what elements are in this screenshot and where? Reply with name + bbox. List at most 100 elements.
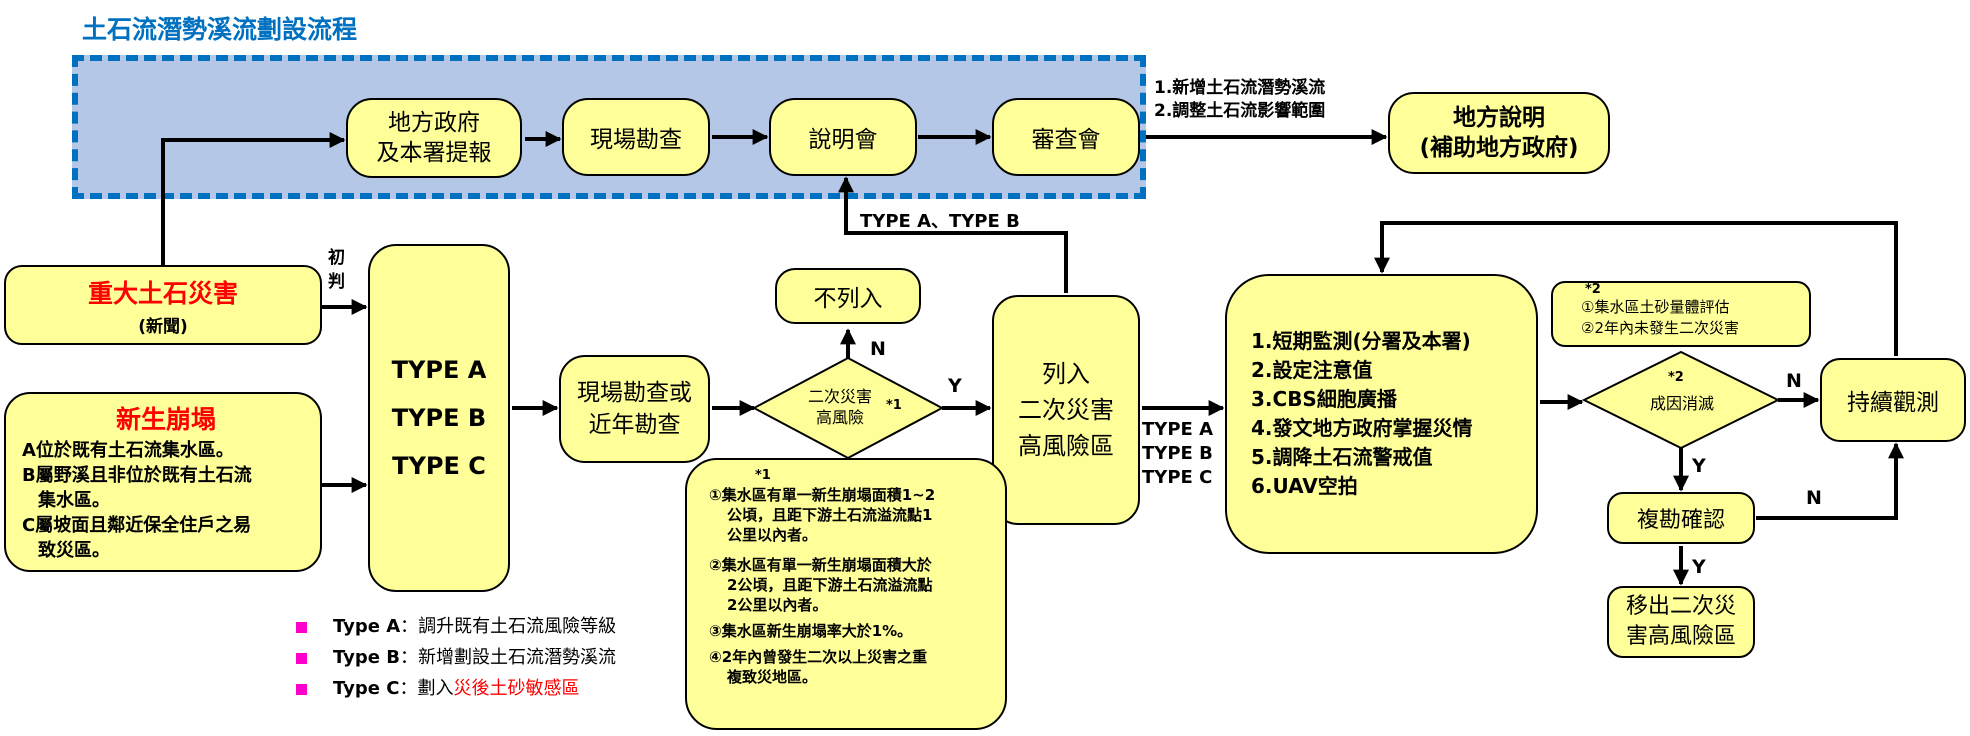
node-continue-observation: 持續觀測 [1820,358,1966,442]
legend-row-b: Type B：新增劃設土石流潛勢溪流 [296,643,616,669]
note1-item4-l2: 複致災地區。 [727,668,818,686]
note1-item1-l1: ①集水區有單一新生崩塌面積1~2 [709,486,936,504]
label-type-ab: TYPE A、TYPE B [860,211,1020,232]
note1-item4-l1: ④2年內曾發生二次以上災害之重 [709,648,928,666]
page-title: 土石流潛勢溪流劃設流程 [82,15,358,44]
recheck-label: 複勘確認 [1636,508,1725,533]
collapse-item-a: A位於既有土石流集水區。 [22,440,234,461]
node-local-government: 地方政府 及本署提報 [346,98,522,178]
node-response-actions: 1.短期監測(分署及本署) 2.設定注意值 3.CBS細胞廣播 4.發文地方政府… [1225,274,1538,554]
note-criteria-2: *2 ①集水區土砂量體評估 ②2年內未發生二次災害 [1551,281,1811,347]
edge-listed-to-briefing [838,176,1068,293]
legend-b-sep: ： [399,647,418,668]
node-new-collapse-title: 新生崩塌 [115,405,216,434]
label-n-notlisted: N [870,338,886,360]
legend-b-text: 新增劃設土石流潛勢溪流 [417,647,616,668]
note1-item2-l3: 2公里以內者。 [727,596,828,614]
node-major-disaster-title: 重大土石災害 [87,278,238,308]
note1-mark: *1 [755,468,771,483]
action-3: 3.CBS細胞廣播 [1251,387,1397,411]
decision-risk-line2: 高風險 [816,408,865,427]
node-listed-high-risk: 列入 二次災害 高風險區 [992,295,1140,525]
edge-continue-to-actions [1374,221,1898,356]
listed-line2: 二次災害 [1018,396,1114,424]
collapse-item-c-cont: 致災區。 [38,540,110,561]
note1-item1-l2: 公頃，且距下游土石流溢流點1 [727,506,933,524]
note1-item-2: ②集水區有單一新生崩塌面積大於 2公頃，且距下游土石流溢流點 2公里以內者。 [709,555,935,615]
edge-disaster-to-localgov [161,132,346,265]
legend-c-key: Type C [333,678,400,699]
note1-item-1: ①集水區有單一新生崩塌面積1~2 公頃，且距下游土石流溢流點1 公里以內者。 [709,485,935,545]
types-out-label: TYPE A TYPE B TYPE C [1142,418,1213,490]
action-1: 1.短期監測(分署及本署) [1251,329,1471,353]
node-local-explanation-line2: (補助地方政府) [1419,135,1579,161]
legend-b-key: Type B [333,647,400,668]
legend-row-c: Type C：劃入災後土砂敏感區 [296,674,579,700]
initial-char1: 初 [328,248,345,268]
legend-c-text: 劃入 [417,678,454,699]
legend-bullet-icon [296,621,307,633]
collapse-item-b: B屬野溪且非位於既有土石流 [22,465,252,486]
label-y-listed: Y [948,375,962,397]
remove-line1: 移出二次災 [1625,594,1736,619]
note2-item-2: ②2年內未發生二次災害 [1581,319,1739,337]
label-n-recheck-continue: N [1806,487,1822,509]
types-out-c: TYPE C [1142,467,1213,488]
continue-observation-label: 持續觀測 [1847,390,1939,416]
legend-a-sep: ： [400,616,419,637]
initial-char2: 判 [328,272,345,292]
review-output-line2: 2.調整土石流影響範圍 [1154,101,1326,121]
note1-item1-l3: 公里以內者。 [727,526,818,544]
decision-risk-line1: 二次災害 [808,387,873,406]
decision-cause-diamond [1581,350,1781,450]
node-field-survey-label: 現場勘查 [590,127,682,153]
type-a-label: TYPE A [391,356,487,384]
node-local-government-line2: 及本署提報 [376,140,492,166]
decision-cause-mark: *2 [1668,370,1684,385]
type-b-label: TYPE B [391,404,487,432]
note1-items: ①集水區有單一新生崩塌面積1~2 公頃，且距下游土石流溢流點1 公里以內者。 ②… [709,485,935,687]
decision-risk-text: 二次災害 高風險 [808,386,872,428]
action-2: 2.設定注意值 [1251,358,1373,382]
note2-mark: *2 [1585,282,1601,297]
types-out-b: TYPE B [1142,443,1213,464]
not-listed-label: 不列入 [813,286,883,312]
node-briefing-label: 說明會 [808,127,878,153]
note-criteria-1: *1 ①集水區有單一新生崩塌面積1~2 公頃，且距下游土石流溢流點1 公里以內者… [685,458,1007,730]
note1-item-3: ③集水區新生崩塌率大於1%。 [709,621,935,641]
legend-row-a: Type A：調升既有土石流風險等級 [296,612,616,638]
node-new-collapse: 新生崩塌 A位於既有土石流集水區。 B屬野溪且非位於既有土石流 集水區。 C屬坡… [4,392,322,572]
legend-a-key: Type A [333,616,401,637]
listed-line1: 列入 [1042,360,1090,388]
node-major-disaster: 重大土石災害 (新聞) [4,265,322,345]
initial-judgement-label: 初 判 [328,246,345,294]
legend-c-red-text: 災後土砂敏感區 [453,678,580,699]
types-out-a: TYPE A [1142,419,1213,440]
label-y-recheck: Y [1692,455,1706,477]
legend-c-sep: ： [399,678,418,699]
review-output-line1: 1.新增土石流潛勢溪流 [1154,78,1326,98]
note1-item-4: ④2年內曾發生二次以上災害之重 複致災地區。 [709,647,935,687]
decision-risk-diamond [751,356,945,460]
node-briefing: 說明會 [769,98,917,176]
new-collapse-items: A位於既有土石流集水區。 B屬野溪且非位於既有土石流 集水區。 C屬坡面且鄰近保… [22,438,252,563]
node-remove-high-risk: 移出二次災 害高風險區 [1607,586,1755,658]
node-local-government-line1: 地方政府 [388,110,480,136]
action-6: 6.UAV空拍 [1251,474,1358,498]
node-field-or-recent: 現場勘查或 近年勘查 [559,355,710,463]
node-major-disaster-sub: (新聞) [138,316,188,337]
field-or-recent-line1: 現場勘查或 [577,380,692,406]
node-review: 審查會 [992,98,1140,176]
field-or-recent-line2: 近年勘查 [588,412,681,438]
type-c-label: TYPE C [392,452,486,480]
actions-list: 1.短期監測(分署及本署) 2.設定注意值 3.CBS細胞廣播 4.發文地方政府… [1251,327,1473,501]
action-4: 4.發文地方政府掌握災情 [1251,416,1473,440]
collapse-item-b-cont: 集水區。 [38,490,110,511]
legend-bullet-icon [296,652,307,664]
decision-cause-text: 成因消滅 [1650,394,1715,413]
node-local-explanation: 地方說明 (補助地方政府) [1388,92,1610,174]
review-output-label: 1.新增土石流潛勢溪流 2.調整土石流影響範圍 [1154,77,1325,123]
note1-item2-l2: 2公頃，且距下游土石流溢流點 [727,576,933,594]
node-not-listed: 不列入 [775,268,921,324]
